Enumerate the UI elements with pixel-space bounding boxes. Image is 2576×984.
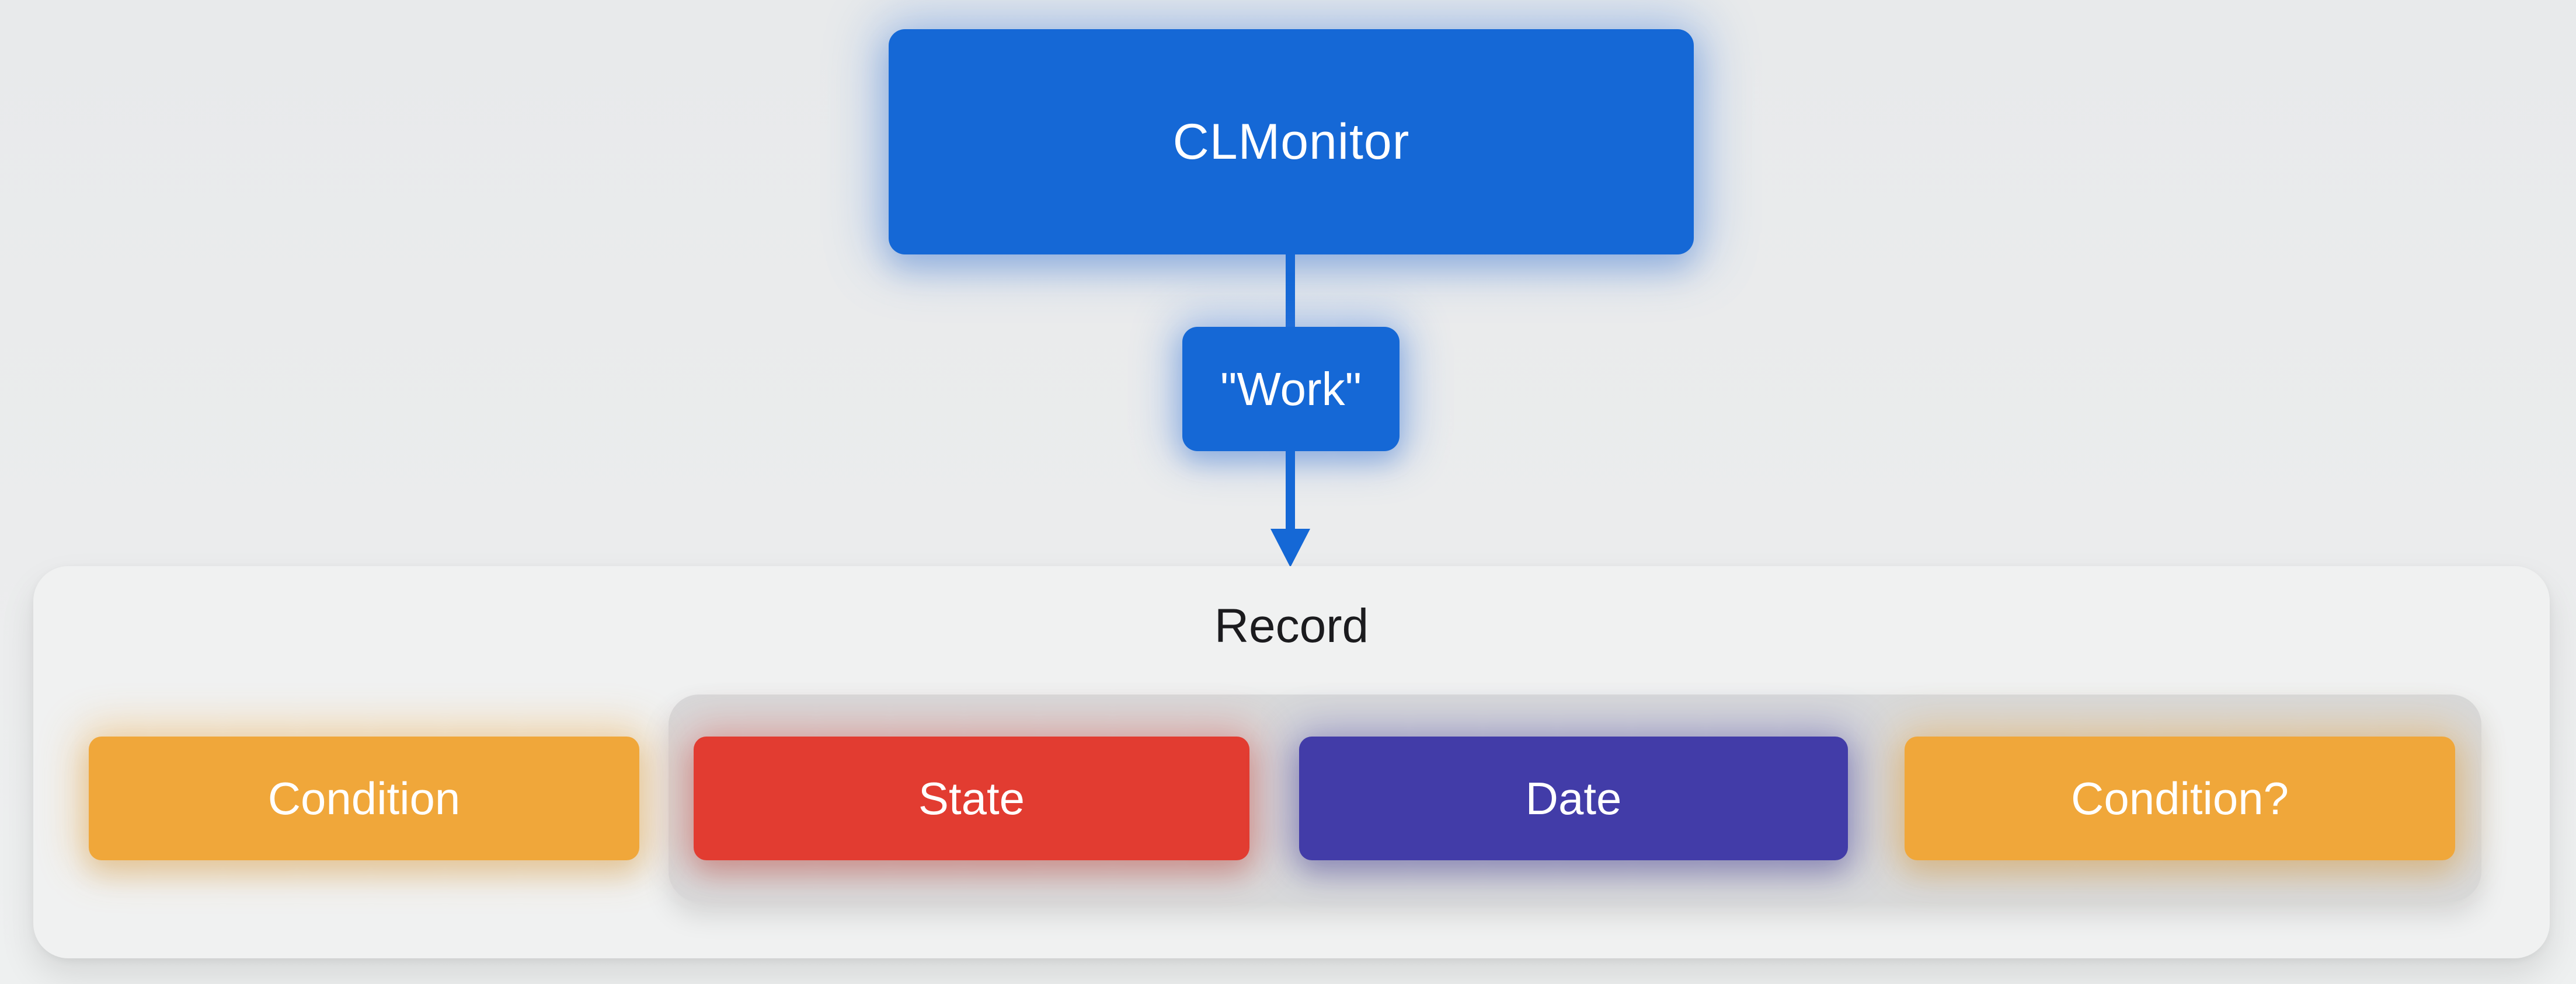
field-condition-optional-label: Condition? — [2071, 772, 2289, 824]
field-date: Date — [1299, 737, 1848, 860]
edge-line-upper — [1286, 251, 1295, 332]
arrow-down-icon — [1270, 529, 1310, 567]
field-condition-optional: Condition? — [1905, 737, 2455, 860]
record-group: Record Condition State Date Condition? — [33, 566, 2550, 958]
edge-label-text: "Work" — [1220, 362, 1362, 415]
record-group-title: Record — [1214, 599, 1369, 652]
edge-label-work: "Work" — [1182, 327, 1400, 451]
edge-line-lower — [1286, 447, 1295, 532]
field-condition-label: Condition — [267, 772, 461, 824]
clmonitor-node: CLMonitor — [889, 29, 1694, 254]
clmonitor-node-label: CLMonitor — [1172, 113, 1410, 170]
field-date-label: Date — [1525, 772, 1622, 824]
field-state-label: State — [918, 772, 1025, 824]
field-state: State — [694, 737, 1249, 860]
field-condition: Condition — [89, 737, 639, 860]
